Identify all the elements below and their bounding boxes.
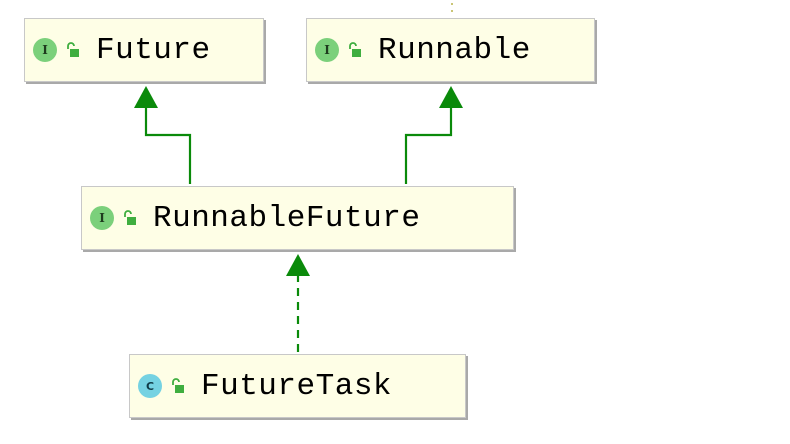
node-futuretask[interactable]: C FutureTask <box>129 354 466 418</box>
node-future[interactable]: I Future <box>24 18 264 82</box>
arrowhead-runnablefuture <box>286 254 310 276</box>
interface-icon: I <box>90 206 114 230</box>
node-runnable[interactable]: I Runnable <box>306 18 595 82</box>
dot-mark <box>451 10 453 12</box>
dot-mark <box>451 3 453 5</box>
node-label: Future <box>96 32 211 68</box>
arrowhead-runnable <box>439 86 463 108</box>
interface-icon: I <box>315 38 339 62</box>
class-icon: C <box>138 374 162 398</box>
interface-icon: I <box>33 38 57 62</box>
node-label: RunnableFuture <box>153 200 421 236</box>
edge-runnablefuture-to-future <box>144 108 192 184</box>
unlocked-padlock-icon <box>124 210 136 225</box>
node-label: FutureTask <box>201 368 393 404</box>
node-label: Runnable <box>378 32 531 68</box>
unlocked-padlock-icon <box>67 42 79 57</box>
node-runnablefuture[interactable]: I RunnableFuture <box>81 186 514 250</box>
unlocked-padlock-icon <box>172 378 184 393</box>
arrowhead-future <box>134 86 158 108</box>
unlocked-padlock-icon <box>349 42 361 57</box>
edge-runnablefuture-to-runnable <box>404 108 453 184</box>
